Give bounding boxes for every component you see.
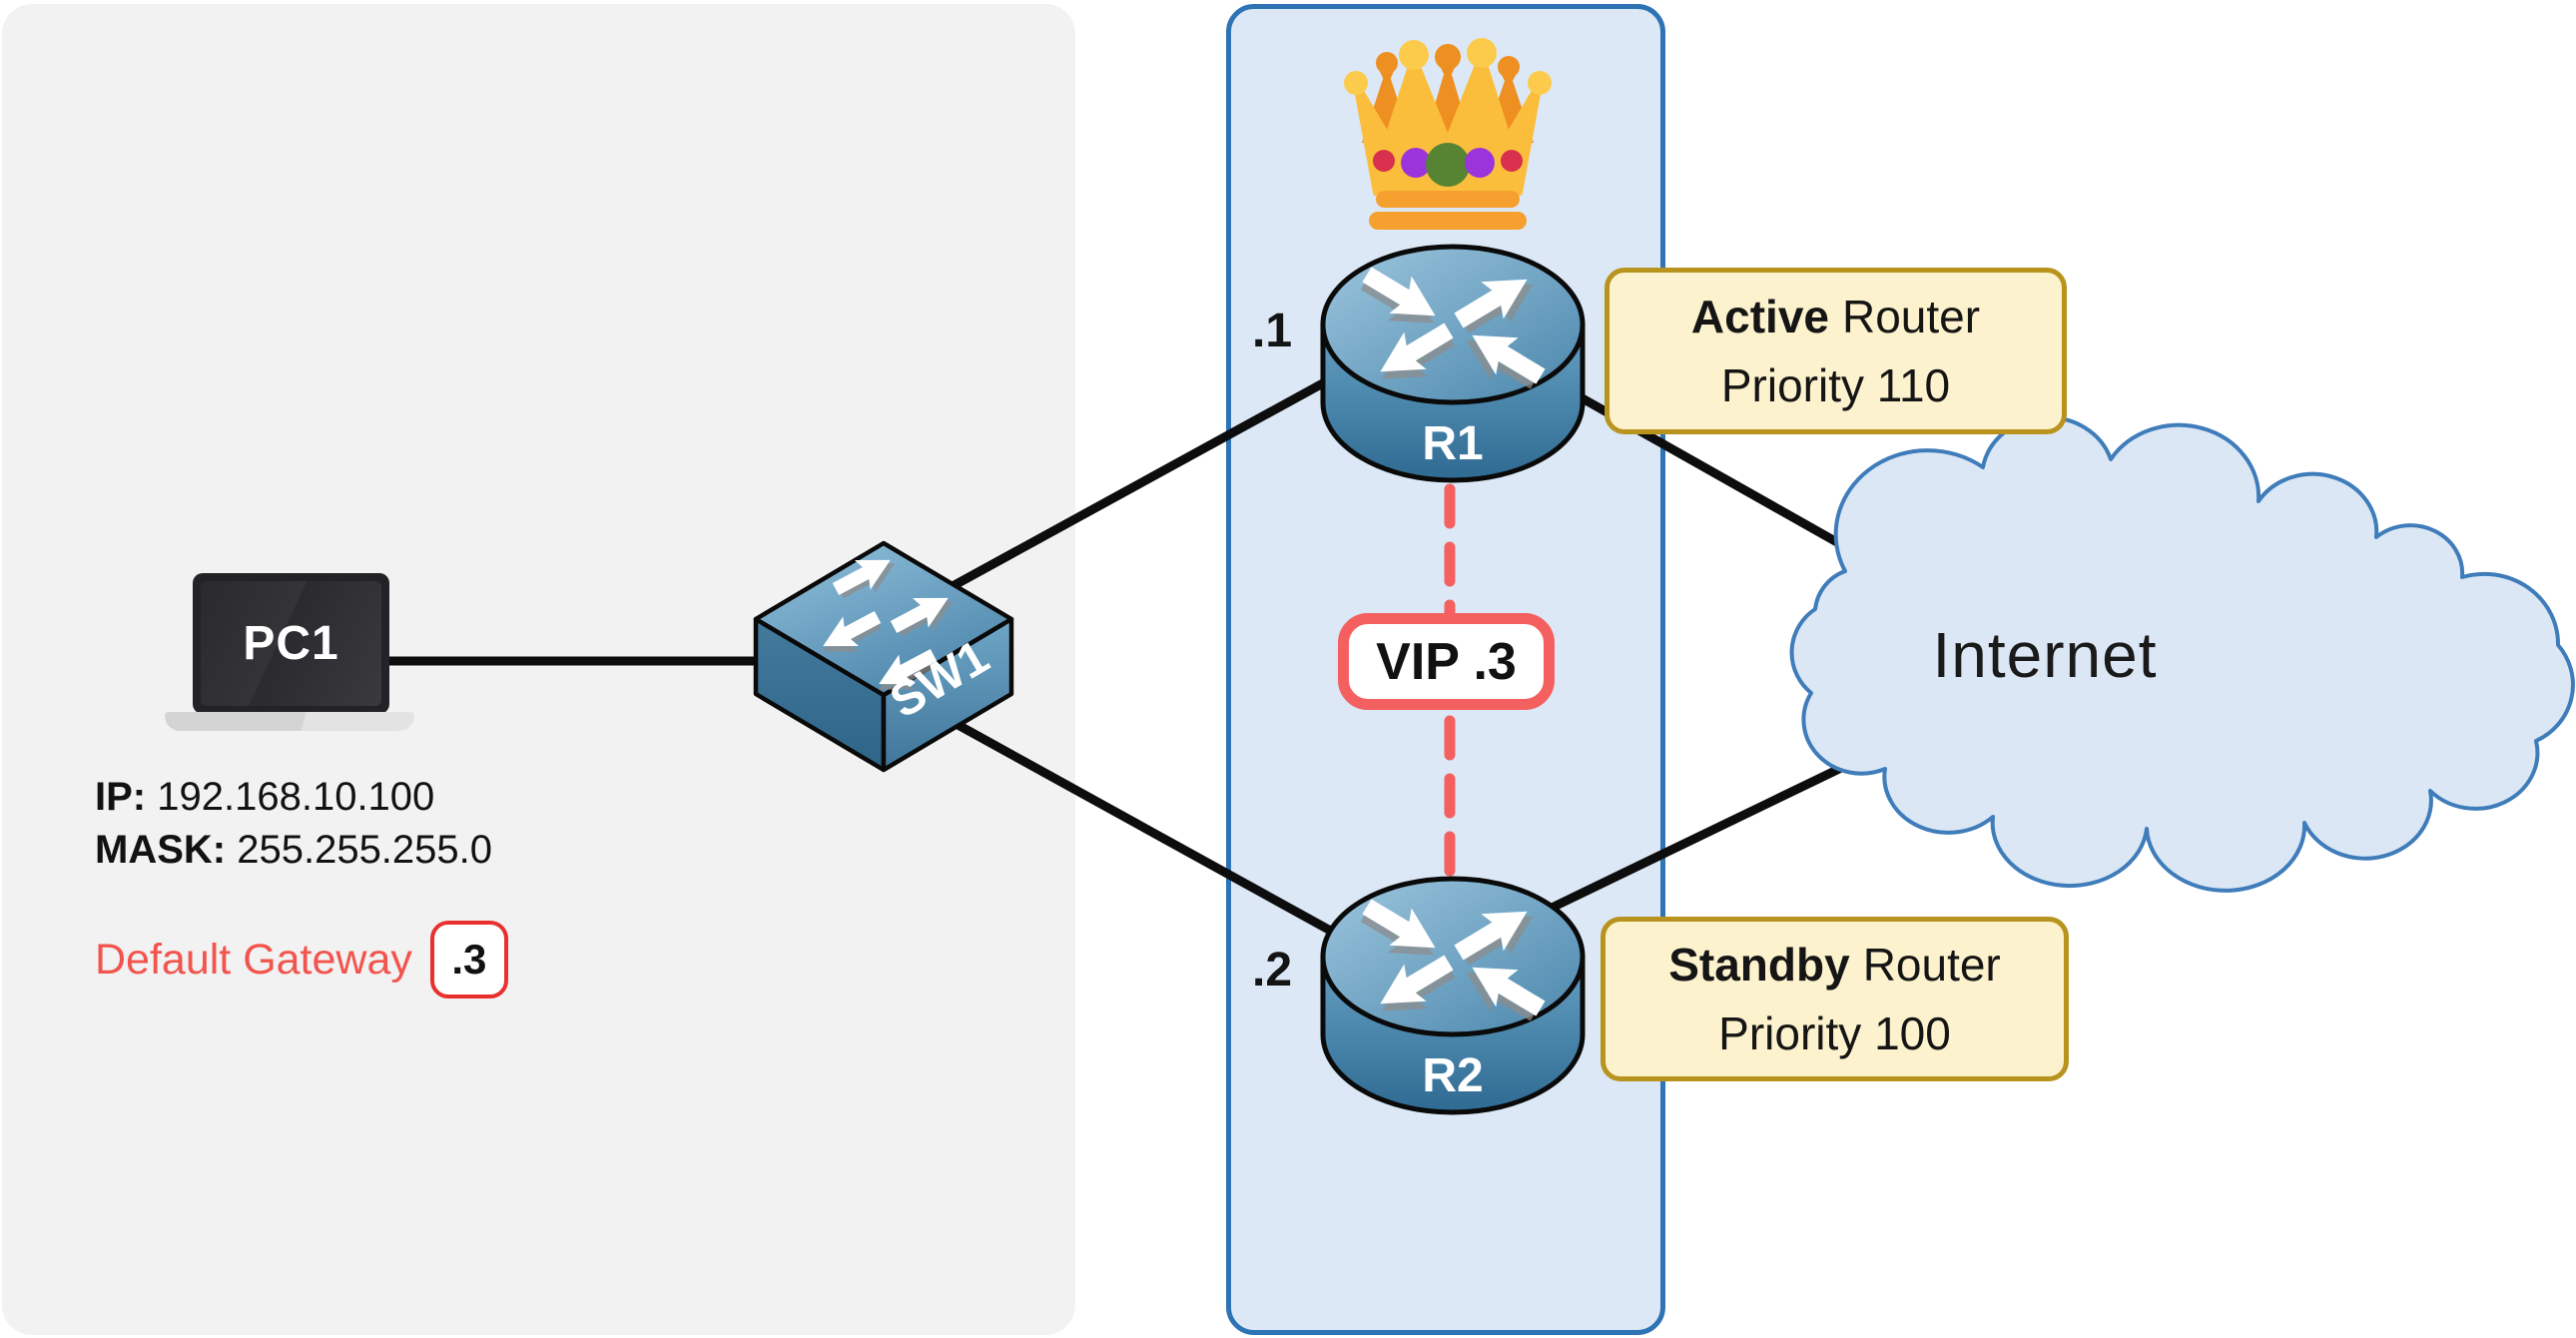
pc1-ip-line: IP: 192.168.10.100 (95, 771, 492, 824)
standby-router-priority: Priority 100 (1718, 1006, 1951, 1059)
active-router-priority: Priority 110 (1720, 358, 1951, 411)
default-gateway-badge: .3 (429, 921, 508, 999)
internet-cloud: Internet (1789, 415, 2575, 893)
laptop-base (165, 712, 414, 731)
standby-role-rest: Router (1862, 938, 2001, 991)
active-role-rest: Router (1842, 290, 1981, 342)
laptop-screen (201, 581, 381, 706)
pc1-mask-line: MASK: 255.255.255.0 (95, 824, 492, 877)
r2-interface-ip: .2 (1252, 944, 1293, 997)
crown-icon (1344, 38, 1552, 230)
standby-role-strong: Standby (1668, 938, 1850, 991)
default-gateway-label: Default Gateway (95, 935, 412, 984)
router-r1-label: R1 (1422, 417, 1483, 470)
router-r2-icon: R2 (1320, 876, 1586, 1115)
ip-label: IP: (95, 775, 147, 819)
r1-interface-ip: .1 (1252, 305, 1293, 357)
default-gateway-row: Default Gateway .3 (95, 921, 508, 999)
mask-label: MASK: (95, 828, 227, 872)
ip-value: 192.168.10.100 (157, 775, 435, 819)
active-role-strong: Active (1690, 290, 1829, 342)
vip-badge: VIP .3 (1338, 613, 1555, 710)
pc1-addressing: IP: 192.168.10.100 MASK: 255.255.255.0 (95, 771, 492, 877)
router-r1-icon: R1 (1320, 244, 1586, 483)
laptop-icon: PC1 (193, 573, 389, 714)
router-r2-label: R2 (1422, 1049, 1483, 1102)
switch-icon: SW1 (753, 540, 1014, 773)
pc1-label: PC1 (243, 617, 339, 670)
internet-label: Internet (1932, 619, 2157, 691)
mask-value: 255.255.255.0 (237, 828, 493, 872)
link-sw1-r2 (939, 712, 1408, 976)
cloud-shape (1789, 415, 2575, 893)
